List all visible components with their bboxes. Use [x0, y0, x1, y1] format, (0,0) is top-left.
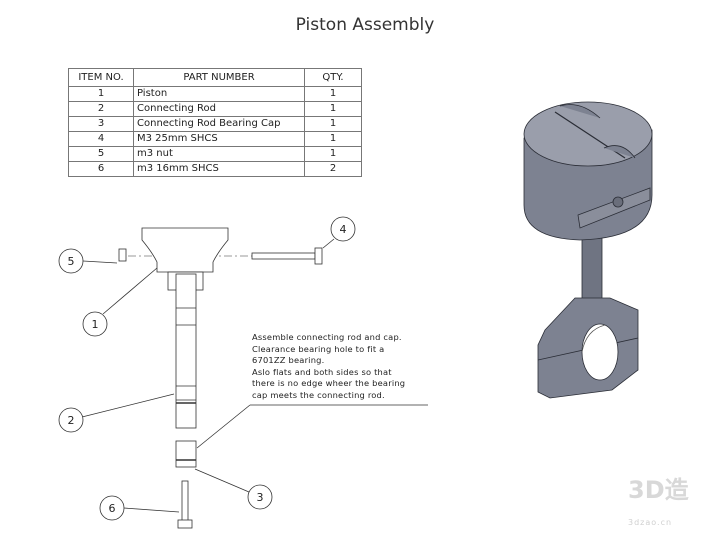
bom-header-row: ITEM NO. PART NUMBER QTY.: [68, 68, 362, 87]
balloon-2: 2: [58, 407, 84, 433]
watermark-site: 3dzao.cn: [628, 518, 673, 527]
svg-text:2: 2: [68, 414, 75, 427]
note-line: Assemble connecting rod and cap.: [252, 332, 402, 342]
piston-part: [141, 227, 229, 273]
svg-text:1: 1: [92, 318, 99, 331]
bearing-cap-part: [175, 440, 197, 468]
nut-part: [118, 248, 127, 262]
isometric-model: [523, 101, 653, 399]
assembly-note: Assemble connecting rod and cap. Clearan…: [252, 332, 405, 401]
qty: 1: [304, 101, 362, 117]
balloon-6: 6: [99, 495, 125, 521]
connecting-rod-part: [175, 273, 197, 429]
balloon-4: 4: [330, 216, 356, 242]
item-no: 6: [68, 161, 134, 177]
bolt-16mm-part: [181, 480, 189, 522]
bolt-25mm-part: [251, 252, 316, 260]
watermark-logo: 3D造: [628, 476, 689, 504]
note-line: there is no edge wheer the bearing: [252, 378, 406, 388]
svg-text:3: 3: [257, 491, 264, 504]
svg-text:4: 4: [340, 223, 347, 236]
drawing-title: Piston Assembly: [295, 15, 435, 35]
balloon-3: 3: [247, 484, 273, 510]
balloon-1: 1: [82, 311, 108, 337]
balloon-5: 5: [58, 248, 84, 274]
note-line: Aslo flats and both sides so that: [252, 366, 392, 377]
leader-lines: [81, 238, 428, 513]
note-line: Clearance bearing hole to fit a: [252, 343, 385, 354]
qty: 2: [304, 161, 362, 177]
note-line: cap meets the connecting rod.: [252, 389, 385, 400]
svg-text:5: 5: [68, 255, 75, 268]
note-line: 6701ZZ bearing.: [252, 355, 325, 365]
svg-text:6: 6: [109, 502, 116, 515]
